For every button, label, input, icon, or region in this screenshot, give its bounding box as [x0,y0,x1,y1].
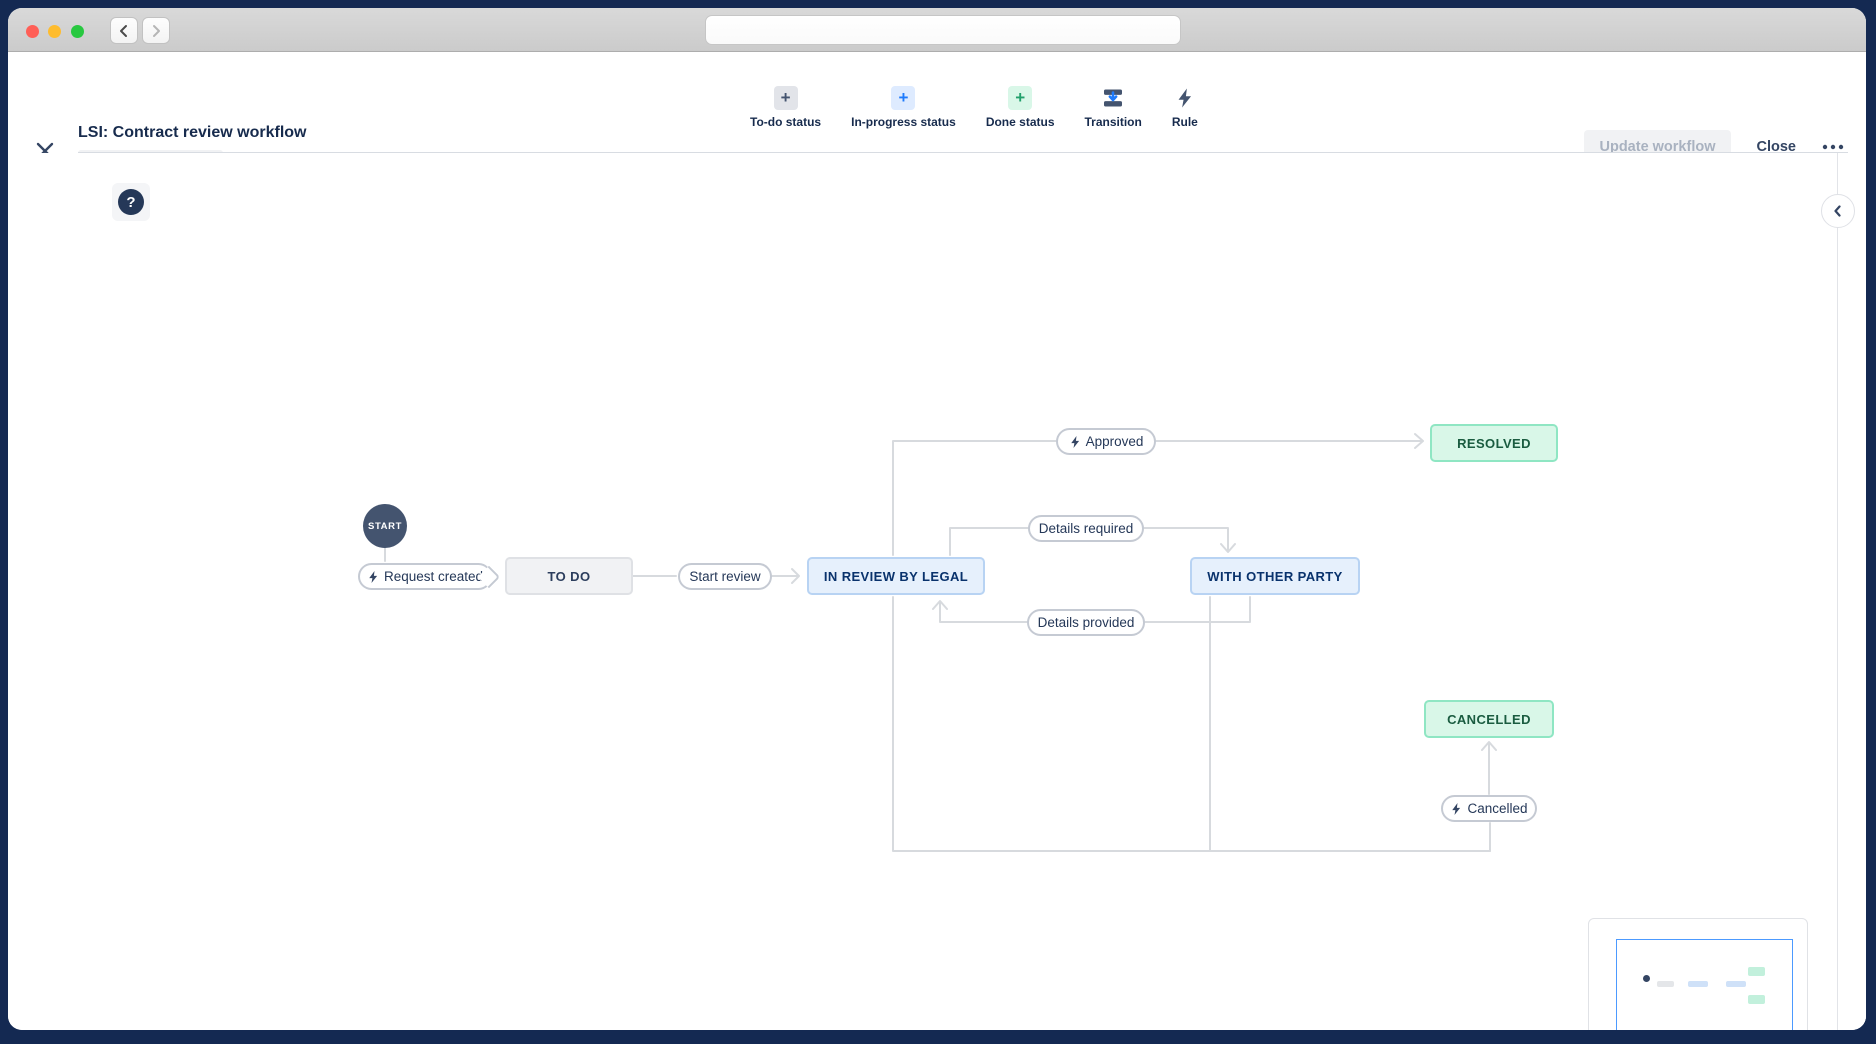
transition-label: Approved [1085,434,1144,449]
add-inprogress-status-button[interactable]: + In-progress status [851,86,956,129]
tool-label: Transition [1084,115,1142,129]
transition-label: Request created [383,569,484,584]
transition-details-required[interactable]: Details required [1028,515,1144,542]
page-title: LSI: Contract review workflow [78,124,307,141]
browser-forward-button[interactable] [142,17,170,44]
plus-todo-icon: + [773,86,798,110]
add-done-status-button[interactable]: + Done status [986,86,1055,129]
minimap-viewport[interactable] [1616,939,1793,1030]
question-mark-icon: ? [118,189,144,215]
edge-start-review-to-in-review [771,568,800,584]
transition-label: Details provided [1037,615,1135,630]
add-todo-status-button[interactable]: + To-do status [750,86,821,129]
tool-label: Done status [985,115,1055,129]
transition-label: Cancelled [1467,801,1528,816]
plus-inprogress-icon: + [891,86,916,110]
status-cancelled[interactable]: CANCELLED [1424,700,1554,738]
transition-icon [1104,89,1123,107]
editor-toolbar: + To-do status + In-progress status + Do… [750,86,1198,129]
transition-start-review[interactable]: Start review [678,563,772,590]
start-node[interactable]: START [363,504,407,548]
expand-panel-button[interactable] [1821,194,1855,228]
edge-cancelled-pill-to-cancelled [1481,741,1497,795]
status-resolved[interactable]: RESOLVED [1430,424,1558,462]
transition-request-created[interactable]: Request created [358,563,492,590]
tool-label: In-progress status [851,115,956,129]
help-button[interactable]: ? [112,183,150,221]
header-divider [78,152,1848,153]
tool-label: To-do status [750,115,822,129]
add-transition-button[interactable]: Transition [1085,86,1142,129]
more-menu-button[interactable] [1822,144,1844,150]
plus-done-icon: + [1008,86,1033,110]
side-panel-divider [1837,153,1838,1030]
status-with-other-party[interactable]: WITH OTHER PARTY [1190,557,1360,595]
chevron-right-icon [153,24,160,37]
transition-label: Details required [1038,521,1134,536]
workflow-canvas[interactable]: ? START Request created TO DO [8,153,1866,1030]
minimize-window-button[interactable] [48,25,61,38]
workflow-connectors [384,433,1497,852]
minimap-with-other-party-bar [1726,981,1746,987]
maximize-window-button[interactable] [71,25,84,38]
rule-lightning-icon [1178,88,1192,108]
close-window-button[interactable] [26,25,39,38]
minimap[interactable] [1588,918,1808,1030]
browser-window: LSI: Contract review workflow Used in 1 … [8,8,1866,1030]
browser-titlebar [8,8,1866,52]
chevron-left-icon [120,24,127,37]
status-to-do[interactable]: TO DO [505,557,633,595]
minimap-cancelled-bar [1748,995,1765,1004]
minimap-todo-bar [1657,981,1674,987]
rule-lightning-icon [369,570,378,583]
minimap-resolved-bar [1748,967,1765,976]
edge-in-review-to-cancel-rail [892,596,1491,852]
rule-lightning-icon [1452,802,1461,815]
edge-approved-to-resolved [892,433,1424,556]
transition-approved[interactable]: Approved [1056,428,1156,455]
browser-back-button[interactable] [110,17,138,44]
transition-label: Start review [689,569,761,584]
rule-lightning-icon [1070,435,1079,448]
minimap-start-dot [1643,975,1650,982]
minimap-in-review-bar [1688,981,1708,987]
close-button[interactable]: Close [1756,139,1797,155]
ellipsis-icon [1822,144,1844,150]
collapsed-side-panel [1838,153,1866,1030]
address-bar[interactable] [705,15,1181,45]
workflow-editor-header: LSI: Contract review workflow Used in 1 … [8,52,1866,173]
status-in-review-by-legal[interactable]: IN REVIEW BY LEGAL [807,557,985,595]
transition-details-provided[interactable]: Details provided [1027,609,1145,636]
add-rule-button[interactable]: Rule [1172,86,1198,129]
tool-label: Rule [1171,115,1198,129]
transition-cancelled[interactable]: Cancelled [1441,795,1537,822]
chevron-left-icon [1834,205,1841,217]
